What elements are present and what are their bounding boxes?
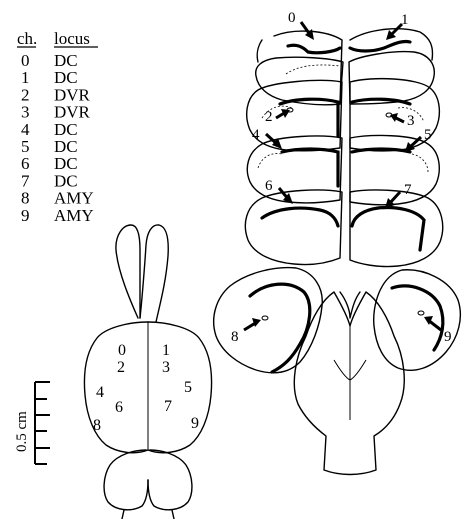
table-locus-cell: DC <box>54 51 78 70</box>
section-5-right-cortex <box>392 286 443 350</box>
table-rows: 0DC1DC2DVR3DVR4DC5DC6DC7DC8AMY9AMY <box>21 51 94 225</box>
section-3-right <box>350 136 439 205</box>
hemisphere-right <box>148 322 212 453</box>
section-1-right-cortex <box>350 41 410 51</box>
section-electrode-label: 3 <box>407 113 415 129</box>
brain-electrode-label: 7 <box>164 398 172 415</box>
optic-lobe-right <box>148 450 192 510</box>
section-1-cortex-dash <box>286 65 340 74</box>
table-header-channel: ch. <box>17 29 37 48</box>
table-channel-cell: 2 <box>21 85 30 104</box>
section-electrode-label: 5 <box>424 127 432 143</box>
section-electrode-label: 6 <box>265 178 273 194</box>
section-1-right <box>349 52 434 104</box>
brain-stem <box>122 510 174 519</box>
section-6-notch <box>340 292 360 318</box>
brain-electrode-label: 5 <box>184 379 192 396</box>
table-channel-cell: 7 <box>21 171 30 190</box>
section-6-bottom <box>294 292 404 475</box>
section-electrode-label: 9 <box>444 329 452 345</box>
section-1-left-lateral <box>257 40 262 62</box>
section-electrode-label: 4 <box>252 127 260 143</box>
section-1-left-cortex <box>288 45 340 53</box>
section-electrode-label: 0 <box>288 10 296 26</box>
section-6-inner <box>334 326 366 420</box>
section-3-dash-left <box>258 154 282 168</box>
brain-electrode-label: 6 <box>115 399 123 416</box>
scale-bar: 0.5 cm <box>14 382 50 464</box>
table-locus-cell: DC <box>54 68 78 87</box>
olfactory-bulb-left <box>116 225 140 318</box>
table-channel-cell: 4 <box>21 120 30 139</box>
section-1-left-top <box>274 31 342 104</box>
brain-electrode-label: 2 <box>117 359 125 376</box>
brain-electrode-labels: 0 1 2 3 4 5 6 7 8 9 <box>93 342 199 434</box>
table-locus-cell: DC <box>54 171 78 190</box>
table-channel-cell: 6 <box>21 154 30 173</box>
table-locus-cell: AMY <box>54 189 94 208</box>
coronal-sections <box>214 29 461 475</box>
table-channel-cell: 0 <box>21 51 30 70</box>
section-4-left-cortex <box>262 208 338 226</box>
table-channel-cell: 5 <box>21 137 30 156</box>
table-locus-cell: DVR <box>54 85 91 104</box>
section-5-left-cortex <box>250 284 310 372</box>
table-channel-cell: 1 <box>21 68 30 87</box>
section-3-right-cortex <box>352 149 410 152</box>
brain-electrode-label: 3 <box>162 359 170 376</box>
table-channel-cell: 9 <box>21 206 30 225</box>
section-4-right-cortex <box>352 208 424 251</box>
dorsal-brain: 0 1 2 3 4 5 6 7 8 9 <box>84 225 211 519</box>
scale-bar-label: 0.5 cm <box>14 411 30 452</box>
brain-electrode-label: 0 <box>118 342 126 359</box>
table-locus-cell: DC <box>54 137 78 156</box>
section-5-left <box>214 268 323 373</box>
table-header-locus: locus <box>54 29 90 48</box>
section-5-electrode-left <box>262 316 268 320</box>
table-locus-cell: DVR <box>54 103 91 122</box>
section-3-left-cortex <box>282 149 338 186</box>
section-3-dash-right <box>412 154 428 172</box>
table-channel-cell: 8 <box>21 189 30 208</box>
table-locus-cell: AMY <box>54 206 94 225</box>
section-electrode-label: 8 <box>231 329 239 345</box>
olfactory-bulb-right <box>140 225 168 322</box>
table-locus-cell: DC <box>54 120 78 139</box>
section-3-left <box>247 136 342 203</box>
section-4-right <box>350 190 443 267</box>
brain-electrode-label: 8 <box>93 417 101 434</box>
table-channel-cell: 3 <box>21 103 30 122</box>
section-5-right <box>374 270 461 370</box>
table-locus-cell: DC <box>54 154 78 173</box>
section-electrode-label: 1 <box>401 12 409 28</box>
section-5-electrode-right <box>418 311 424 315</box>
optic-lobe-left <box>104 450 148 510</box>
section-electrode-label: 2 <box>265 109 273 125</box>
brain-electrode-label: 1 <box>162 342 170 359</box>
brain-electrode-label: 9 <box>191 415 199 432</box>
brain-electrode-label: 4 <box>96 384 104 401</box>
section-2-left <box>247 80 342 150</box>
section-electrode-label: 7 <box>404 182 412 198</box>
